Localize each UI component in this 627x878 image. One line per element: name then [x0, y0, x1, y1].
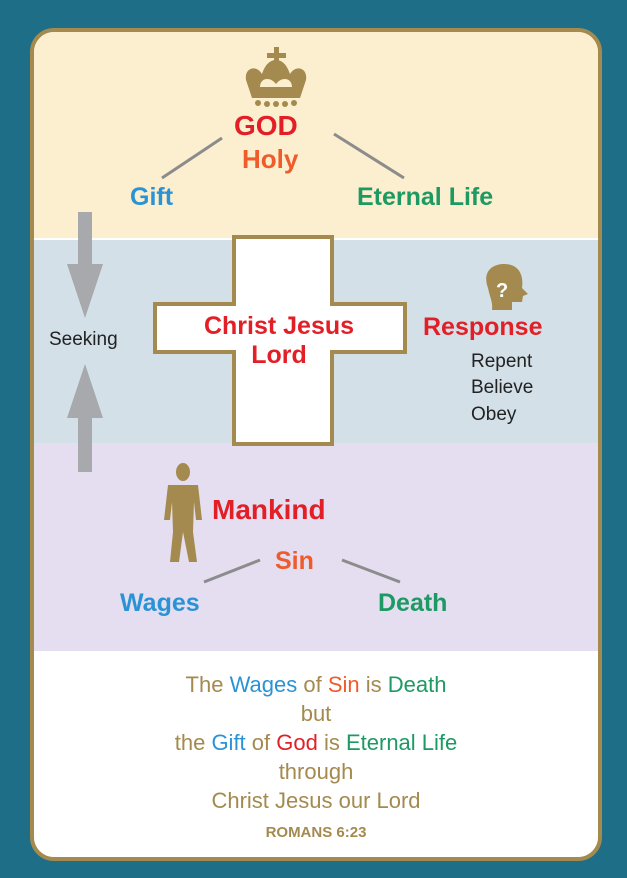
person-icon — [164, 463, 202, 562]
gospel-card: ? GOD Holy Gift Eternal Life Seeking Chr… — [30, 28, 602, 861]
verse-line-4: through — [278, 759, 354, 784]
response-label: Response — [423, 313, 543, 341]
response-item-believe: Believe — [471, 377, 534, 398]
diagram-graphics: ? — [67, 47, 528, 584]
verse-line-5: Christ Jesus our Lord — [211, 788, 421, 813]
mankind-section — [34, 443, 598, 651]
connector-sin-death — [341, 558, 401, 584]
verse-text: of — [297, 672, 328, 697]
seeking-label: Seeking — [49, 329, 118, 350]
verse-word-wages: Wages — [229, 672, 298, 697]
cross-icon — [153, 235, 407, 446]
connector-sin-wages — [203, 558, 261, 584]
verse-word-eternal-life: Eternal Life — [345, 730, 458, 755]
crown-icon — [245, 47, 307, 107]
connector-god-gift — [161, 136, 223, 180]
verse-line-3: the Gift of God is Eternal Life — [34, 730, 598, 756]
arrow-down-icon — [67, 212, 103, 318]
verse-section — [34, 651, 598, 857]
head-question-icon: ? — [486, 264, 528, 310]
verse-text: the — [174, 730, 212, 755]
eternal-life-label: Eternal Life — [357, 183, 494, 211]
verse-word-death: Death — [387, 672, 447, 697]
connector-god-eternal — [333, 132, 405, 180]
gift-label: Gift — [130, 183, 174, 211]
verse-text: is — [317, 730, 346, 755]
cross-label: Christ Jesus Lord — [154, 312, 404, 370]
holy-label: Holy — [242, 144, 299, 174]
response-item-obey: Obey — [471, 404, 517, 425]
verse-line-2: but — [300, 701, 332, 726]
sin-label: Sin — [275, 547, 314, 575]
verse-text: is — [359, 672, 388, 697]
god-title: GOD — [234, 110, 298, 141]
svg-text:?: ? — [496, 280, 508, 302]
verse-line-1: The Wages of Sin is Death — [34, 672, 598, 698]
death-label: Death — [378, 589, 448, 617]
cross-label-line2: Lord — [251, 341, 307, 369]
verse-word-gift: Gift — [211, 730, 246, 755]
verse-word-sin: Sin — [327, 672, 360, 697]
verse-text: The — [185, 672, 230, 697]
wages-label: Wages — [120, 589, 200, 617]
cross-label-line1: Christ Jesus — [203, 312, 355, 340]
verse-word-god: God — [276, 730, 318, 755]
verse-reference: ROMANS 6:23 — [265, 824, 367, 841]
response-item-repent: Repent — [471, 351, 533, 372]
verse-text: of — [245, 730, 277, 755]
arrow-up-icon — [67, 364, 103, 472]
mankind-title: Mankind — [212, 494, 326, 525]
god-section — [34, 32, 598, 238]
